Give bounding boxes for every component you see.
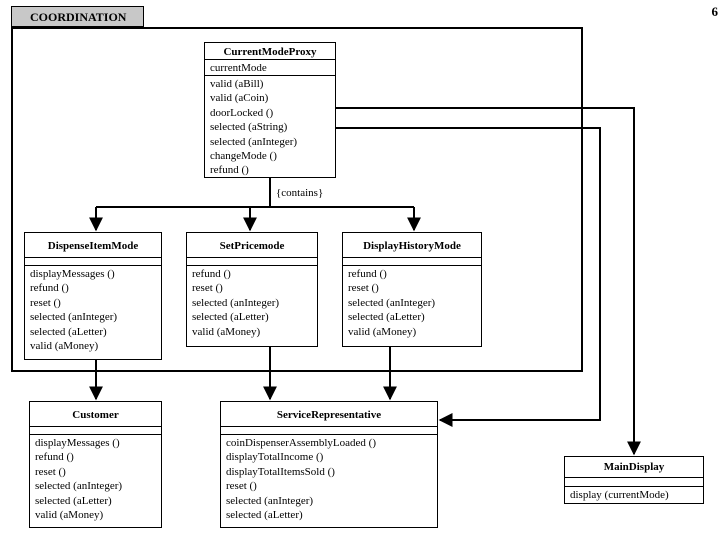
operation: selected (aLetter) [226, 509, 303, 522]
class-customer: Customer displayMessages () refund () re… [29, 401, 162, 528]
class-main-display: MainDisplay display (currentMode) [564, 456, 704, 504]
class-attributes: currentMode [205, 59, 335, 75]
operation: changeMode () [210, 150, 277, 163]
operation: displayMessages () [30, 268, 115, 280]
operation: reset () [348, 282, 379, 295]
operation: refund () [210, 164, 249, 177]
class-name: ServiceRepresentative [276, 409, 382, 421]
class-display-history-mode: DisplayHistoryMode refund () reset () se… [342, 232, 482, 347]
class-name: Customer [72, 409, 119, 421]
operation: selected (aString) [210, 121, 288, 134]
operation: valid (aMoney) [192, 325, 261, 338]
operation: refund () [348, 268, 387, 280]
operation: selected (aLetter) [192, 311, 269, 324]
class-operations: valid (aBill) valid (aCoin) doorLocked (… [205, 75, 335, 178]
operation: displayTotalIncome () [226, 451, 324, 464]
operation: displayTotalItemsSold () [226, 465, 335, 478]
operation: selected (anInteger) [226, 494, 314, 507]
class-current-mode-proxy: CurrentModeProxy currentMode valid (aBil… [204, 42, 336, 178]
operation: valid (aMoney) [30, 340, 99, 353]
class-name: SetPricemode [219, 240, 285, 252]
package-tab-coordination: COORDINATION [11, 6, 144, 27]
operation: selected (aLetter) [348, 311, 425, 324]
operation: doorLocked () [210, 106, 274, 119]
class-service-representative: ServiceRepresentative coinDispenserAssem… [220, 401, 438, 528]
class-operations: refund () reset () selected (anInteger) … [187, 265, 317, 339]
operation: display (currentMode) [570, 489, 669, 501]
class-name: MainDisplay [603, 461, 665, 473]
operation: valid (aMoney) [348, 325, 417, 338]
class-operations: displayMessages () refund () reset () se… [25, 265, 161, 353]
page-number: 6 [711, 4, 719, 19]
class-dispense-item-mode: DispenseItemMode displayMessages () refu… [24, 232, 162, 360]
class-operations: refund () reset () selected (anInteger) … [343, 265, 481, 339]
contains-label: {contains} [276, 187, 324, 199]
class-attributes [187, 257, 317, 265]
arrow-proxy-to-service [336, 127, 601, 427]
operation: selected (aLetter) [35, 494, 112, 507]
class-attributes [30, 426, 161, 434]
class-operations: display (currentMode) [565, 486, 703, 502]
operation: valid (aCoin) [210, 92, 269, 105]
operation: selected (anInteger) [30, 311, 118, 324]
operation: selected (anInteger) [348, 296, 436, 309]
operation: coinDispenserAssemblyLoaded () [226, 437, 376, 449]
attribute: currentMode [210, 62, 267, 74]
operation: displayMessages () [35, 437, 120, 449]
class-name: DispenseItemMode [47, 240, 139, 252]
class-operations: displayMessages () refund () reset () se… [30, 434, 161, 522]
operation: valid (aMoney) [35, 509, 104, 522]
operation: selected (anInteger) [35, 480, 123, 493]
operation: valid (aBill) [210, 78, 264, 90]
operation: reset () [226, 480, 257, 493]
operation: refund () [30, 282, 69, 295]
class-attributes [221, 426, 437, 434]
operation: reset () [30, 296, 61, 309]
class-attributes [343, 257, 481, 265]
class-name: CurrentModeProxy [223, 46, 317, 58]
operation: refund () [35, 451, 74, 464]
operation: selected (anInteger) [192, 296, 280, 309]
package-coordination [11, 27, 583, 372]
operation: reset () [192, 282, 223, 295]
operation: selected (aLetter) [30, 325, 107, 338]
operation: reset () [35, 465, 66, 478]
operation: refund () [192, 268, 231, 280]
class-name: DisplayHistoryMode [363, 240, 461, 252]
operation: selected (anInteger) [210, 135, 298, 148]
class-operations: coinDispenserAssemblyLoaded () displayTo… [221, 434, 437, 522]
class-attributes [565, 477, 703, 486]
class-attributes [25, 257, 161, 265]
class-set-price-mode: SetPricemode refund () reset () selected… [186, 232, 318, 347]
arrow-proxy-to-maindisplay [336, 107, 641, 456]
